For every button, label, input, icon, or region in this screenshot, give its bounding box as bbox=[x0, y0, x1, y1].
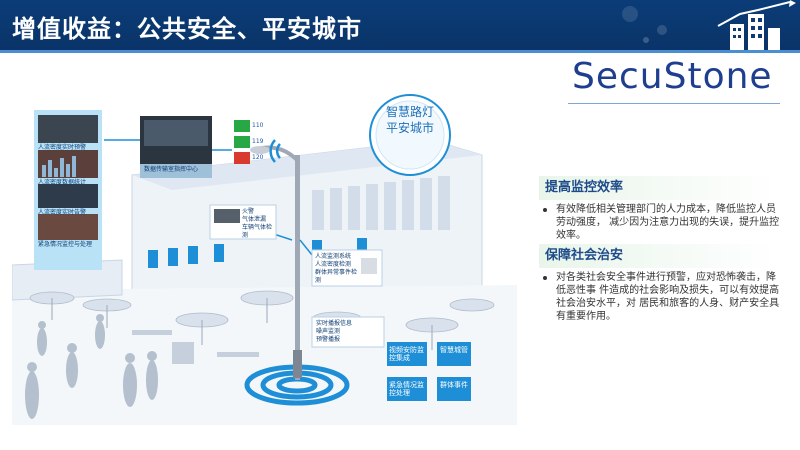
card-body-efficiency: 有效降低相关管理部门的人力成本，降低监控人员劳动强度， 减少因为注意力出现的失误… bbox=[556, 204, 780, 241]
camera-label-1: 人流监测系统 bbox=[315, 253, 352, 260]
city-growth-icon bbox=[622, 0, 796, 50]
tag-video-security: 视频安防监控集成 bbox=[389, 346, 424, 362]
monitor-label-1: 人流密度实时预警 bbox=[38, 144, 87, 151]
camera-label-2: 人流密度检测 bbox=[315, 261, 352, 268]
phone-120-label: 120 bbox=[252, 154, 264, 161]
sensor-label: 火警 气体泄漏 车辆气体检测 bbox=[242, 208, 276, 240]
tag-emergency: 紧急情况监控处理 bbox=[389, 381, 424, 397]
control-center-label: 数据传输室指挥中心 bbox=[144, 166, 199, 173]
phone-119-label: 119 bbox=[252, 138, 264, 145]
smart-streetlight-illustration: 智慧路灯 平安城市 人流密度实时预警 人流密度数据统计 人流密度实时告警 紧急情… bbox=[11, 80, 517, 425]
camera-label-3: 群体异常事件检测 bbox=[315, 269, 358, 284]
tag-smart-city-mgmt: 智慧城管 bbox=[440, 346, 468, 354]
monitor-label-2: 人流密度数据统计 bbox=[38, 179, 87, 186]
speaker-label-2: 噪声监测 bbox=[316, 328, 341, 335]
card-body-security: 对各类社会安全事件进行预警，应对恐怖袭击，降低恶性事 件造成的社会影响及损失，可… bbox=[556, 272, 780, 322]
camera-label: 人流监测系统 人流密度检测 群体异常事件检测 bbox=[315, 253, 361, 285]
card-title-security: 保障社会治安 bbox=[539, 244, 779, 268]
logo-underline bbox=[568, 103, 780, 104]
bubble-line-1: 智慧路灯 bbox=[385, 105, 434, 119]
header-accent-line bbox=[0, 50, 800, 53]
bullet-dot bbox=[543, 276, 547, 280]
sensor-label-1: 火警 bbox=[242, 208, 255, 215]
card-title-efficiency: 提高监控效率 bbox=[539, 176, 779, 200]
bubble-line-2: 平安城市 bbox=[385, 121, 434, 135]
monitor-label-3: 人流密度实时告警 bbox=[38, 209, 87, 216]
tag-mass-incident: 群体事件 bbox=[440, 381, 468, 389]
sensor-label-3: 车辆气体检测 bbox=[242, 224, 273, 239]
sensor-label-2: 气体泄漏 bbox=[242, 216, 267, 223]
speaker-label-1: 实时播报信息 bbox=[316, 320, 353, 327]
phone-110-label: 110 bbox=[252, 122, 264, 129]
speaker-label: 实时播报信息 噪声监测 预警播报 bbox=[316, 320, 382, 344]
bubble-text: 智慧路灯 平安城市 bbox=[380, 104, 440, 136]
monitor-label-4: 紧急情况监控与处理 bbox=[38, 241, 93, 248]
page-title: 增值收益：公共安全、平安城市 bbox=[12, 15, 362, 43]
city-scene bbox=[11, 94, 517, 425]
bullet-dot bbox=[543, 208, 547, 212]
header-bar: 增值收益：公共安全、平安城市 bbox=[0, 0, 800, 50]
speaker-label-3: 预警播报 bbox=[316, 336, 341, 343]
brand-logo: SecuStone bbox=[572, 56, 773, 97]
